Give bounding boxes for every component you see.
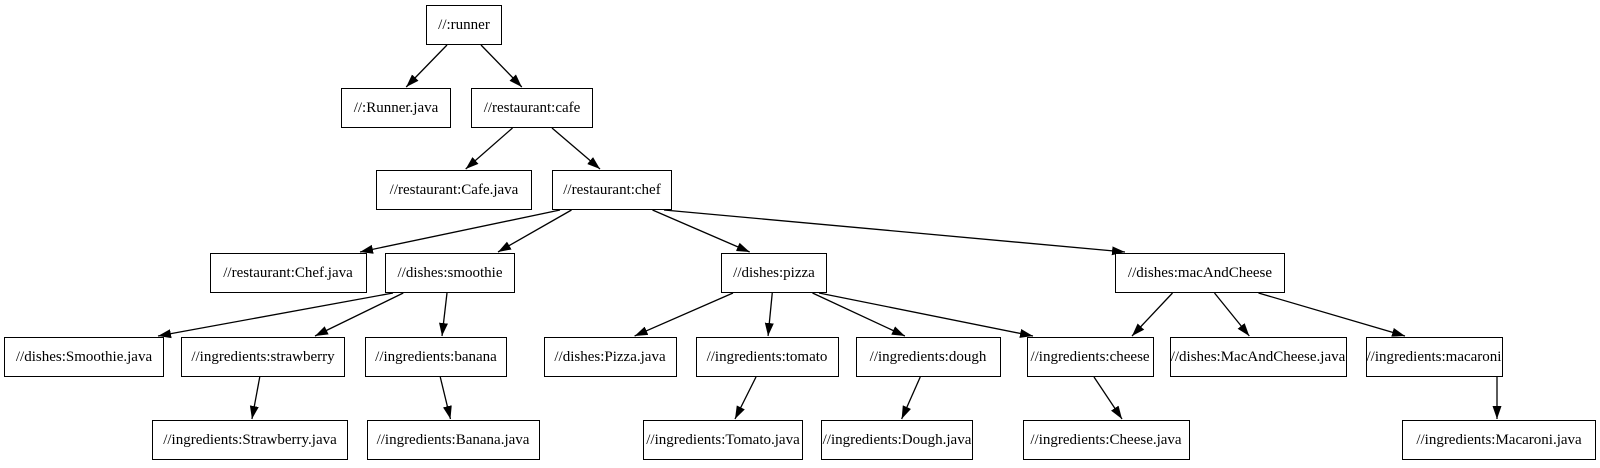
node-macandcheese: //dishes:macAndCheese: [1115, 253, 1285, 293]
edge-runner-to-runner-java: [405, 44, 448, 88]
node-label: //dishes:Smoothie.java: [15, 348, 153, 365]
node-label: //ingredients:Macaroni.java: [1416, 431, 1582, 448]
node-macaroni: //ingredients:macaroni: [1365, 337, 1503, 377]
node-dough: //ingredients:dough: [855, 337, 1001, 377]
node-cafe-java: //restaurant:Cafe.java: [376, 170, 532, 210]
edge-pizza-to-cheese: [818, 292, 1034, 338]
node-dough-java: //ingredients:Dough.java: [821, 420, 973, 460]
node-label: //ingredients:macaroni: [1366, 348, 1502, 365]
node-label: //dishes:smoothie: [397, 264, 503, 281]
edge-macandcheese-to-macaroni: [1258, 292, 1406, 337]
node-smoothie: //dishes:smoothie: [385, 253, 515, 293]
edge-strawberry-to-strawberry-java: [249, 376, 261, 420]
edge-pizza-to-tomato: [764, 292, 774, 337]
node-cheese-java: //ingredients:Cheese.java: [1022, 420, 1190, 460]
edge-smoothie-to-strawberry: [314, 292, 404, 337]
node-label: //ingredients:strawberry: [191, 348, 335, 365]
node-chef-java: //restaurant:Chef.java: [209, 253, 367, 293]
node-label: //ingredients:Banana.java: [376, 431, 530, 448]
edge-pizza-to-dough: [812, 292, 906, 337]
edge-smoothie-to-banana: [439, 292, 448, 337]
edge-pizza-to-pizza-java: [634, 292, 734, 337]
node-pizza-java: //dishes:Pizza.java: [543, 337, 677, 377]
node-smoothie-java: //dishes:Smoothie.java: [4, 337, 164, 377]
node-cheese: //ingredients:cheese: [1026, 337, 1154, 377]
node-strawberry-java: //ingredients:Strawberry.java: [152, 420, 348, 460]
node-runner: //:runner: [426, 5, 502, 45]
node-label: //dishes:macAndCheese: [1127, 264, 1273, 281]
node-label: //dishes:Pizza.java: [554, 348, 666, 365]
edge-cafe-to-cafe-java: [465, 127, 513, 170]
node-tomato: //ingredients:tomato: [695, 337, 839, 377]
edge-cafe-to-chef: [551, 127, 601, 170]
node-cafe: //restaurant:cafe: [471, 88, 593, 128]
node-label: //restaurant:Cafe.java: [389, 181, 519, 198]
edge-dough-to-dough-java: [901, 376, 921, 420]
node-chef: //restaurant:chef: [552, 170, 672, 210]
edge-group: [157, 44, 1502, 420]
node-label: //:Runner.java: [353, 99, 439, 116]
edge-banana-to-banana-java: [439, 376, 452, 420]
node-label: //ingredients:dough: [869, 348, 987, 365]
edge-chef-to-smoothie: [497, 209, 572, 253]
edge-macandcheese-to-cheese: [1131, 292, 1173, 337]
node-label: //dishes:MacAndCheese.java: [1170, 348, 1346, 365]
node-pizza: //dishes:pizza: [721, 253, 827, 293]
node-label: //ingredients:banana: [375, 348, 497, 365]
node-label: //restaurant:Chef.java: [223, 264, 353, 281]
node-label: //dishes:pizza: [733, 264, 815, 281]
node-strawberry: //ingredients:strawberry: [181, 337, 345, 377]
edge-cheese-to-cheese-java: [1093, 376, 1123, 420]
node-label: //restaurant:chef: [563, 181, 661, 198]
node-label: //:runner: [438, 16, 490, 33]
edge-chef-to-pizza: [652, 209, 750, 253]
edge-chef-to-chef-java: [359, 209, 561, 254]
node-label: //ingredients:Strawberry.java: [163, 431, 337, 448]
node-label: //ingredients:tomato: [706, 348, 828, 365]
edge-macandcheese-to-macandcheese-java: [1213, 292, 1250, 337]
node-banana: //ingredients:banana: [365, 337, 507, 377]
node-label: //ingredients:cheese: [1030, 348, 1150, 365]
node-label: //restaurant:cafe: [483, 99, 581, 116]
edge-runner-to-cafe: [480, 44, 523, 88]
edge-smoothie-to-smoothie-java: [157, 292, 394, 339]
node-banana-java: //ingredients:Banana.java: [366, 420, 540, 460]
node-macandcheese-java: //dishes:MacAndCheese.java: [1169, 337, 1347, 377]
node-tomato-java: //ingredients:Tomato.java: [643, 420, 803, 460]
node-label: //ingredients:Dough.java: [822, 431, 972, 448]
node-label: //ingredients:Cheese.java: [1030, 431, 1182, 448]
edge-chef-to-macandcheese: [663, 209, 1126, 256]
node-macaroni-java: //ingredients:Macaroni.java: [1402, 420, 1596, 460]
node-runner-java: //:Runner.java: [341, 88, 451, 128]
node-label: //ingredients:Tomato.java: [646, 431, 800, 448]
edge-tomato-to-tomato-java: [734, 376, 757, 420]
